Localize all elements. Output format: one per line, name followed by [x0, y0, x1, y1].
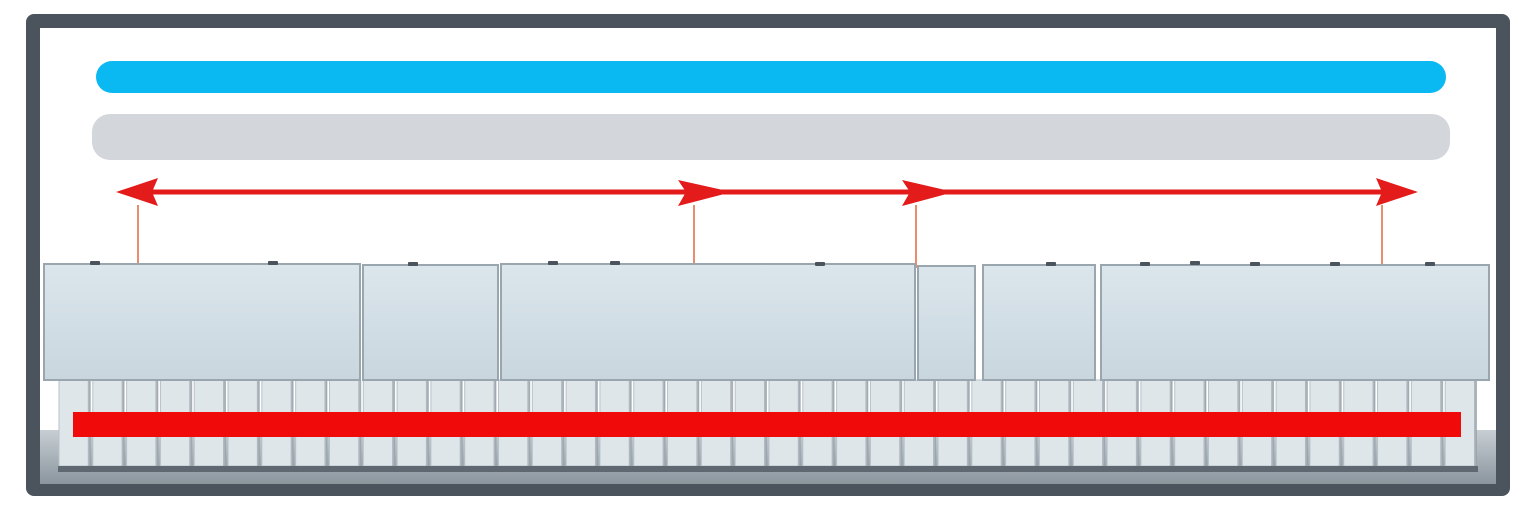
- blue-bar: [96, 61, 1446, 93]
- rack-column-shadow: [1474, 380, 1477, 466]
- mid-arrow-head-2: [902, 180, 954, 206]
- block-1: [43, 263, 361, 381]
- rack-base: [58, 466, 1478, 472]
- left-arrow-head: [116, 178, 158, 206]
- block-tabs: [90, 261, 1435, 266]
- block-2: [362, 264, 499, 381]
- block-6: [1100, 264, 1490, 381]
- block-4: [917, 265, 976, 381]
- block-3: [500, 263, 916, 381]
- right-arrow-head: [1376, 178, 1418, 206]
- red-bottom-bar: [73, 412, 1461, 437]
- equipment-blocks: [43, 261, 1490, 381]
- gray-bar: [92, 114, 1450, 160]
- block-5: [982, 264, 1096, 381]
- mid-arrow-head-1: [678, 180, 732, 206]
